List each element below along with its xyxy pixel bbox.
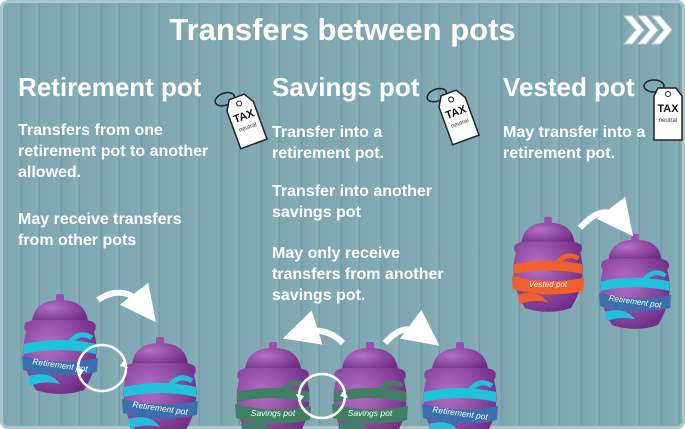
pot-label: Savings pot — [348, 408, 393, 418]
exchange-circle-icon — [76, 343, 128, 393]
retirement-pot-icon: Retirement pot — [122, 337, 198, 429]
pot-label: Savings pot — [251, 408, 296, 418]
tag-neutral-text: neutral — [659, 118, 677, 124]
retirement-text-2: May receive transfers from other pots — [18, 211, 182, 249]
tax-neutral-tag-icon: TAX neutral — [426, 87, 480, 146]
tag-neutral-text: neutral — [450, 118, 469, 130]
savings-text-3: May only receive transfers from another … — [272, 245, 444, 304]
exchange-circle-icon — [297, 372, 347, 420]
tag-tax-text: TAX — [657, 103, 679, 115]
savings-text-1: Transfer into a retirement pot. — [272, 124, 385, 162]
curved-arrow-icon — [382, 309, 440, 346]
retirement-text-1: Transfers from one retirement pot to ano… — [18, 122, 209, 181]
curved-arrow-icon — [96, 282, 156, 323]
savings-text-2: Transfer into another savings pot — [272, 183, 433, 221]
curved-arrow-icon — [282, 310, 346, 346]
tax-neutral-tag-icon: TAX neutral — [214, 91, 268, 150]
vested-heading: Vested pot — [503, 72, 635, 102]
retirement-pot-icon: Retirement pot — [422, 342, 498, 429]
curved-arrow-icon — [577, 196, 634, 237]
retirement-pot-icon: Retirement pot — [22, 294, 98, 394]
vested-pot-icon: Vested pot — [511, 216, 585, 312]
pot-label: Vested pot — [529, 280, 568, 289]
vested-text-1: May transfer into a retirement pot. — [503, 124, 646, 162]
savings-pot-icon: Savings pot — [235, 342, 311, 429]
tax-neutral-tag-icon: TAX neutral — [643, 79, 683, 141]
retirement-pot-icon: Retirement pot — [598, 233, 672, 329]
tag-neutral-text: neutral — [238, 122, 257, 134]
savings-heading: Savings pot — [272, 72, 420, 102]
savings-pot-icon: Savings pot — [332, 342, 408, 429]
retirement-heading: Retirement pot — [18, 72, 202, 102]
page-title: Transfers between pots — [169, 12, 516, 47]
next-chevrons-icon[interactable] — [620, 12, 672, 48]
